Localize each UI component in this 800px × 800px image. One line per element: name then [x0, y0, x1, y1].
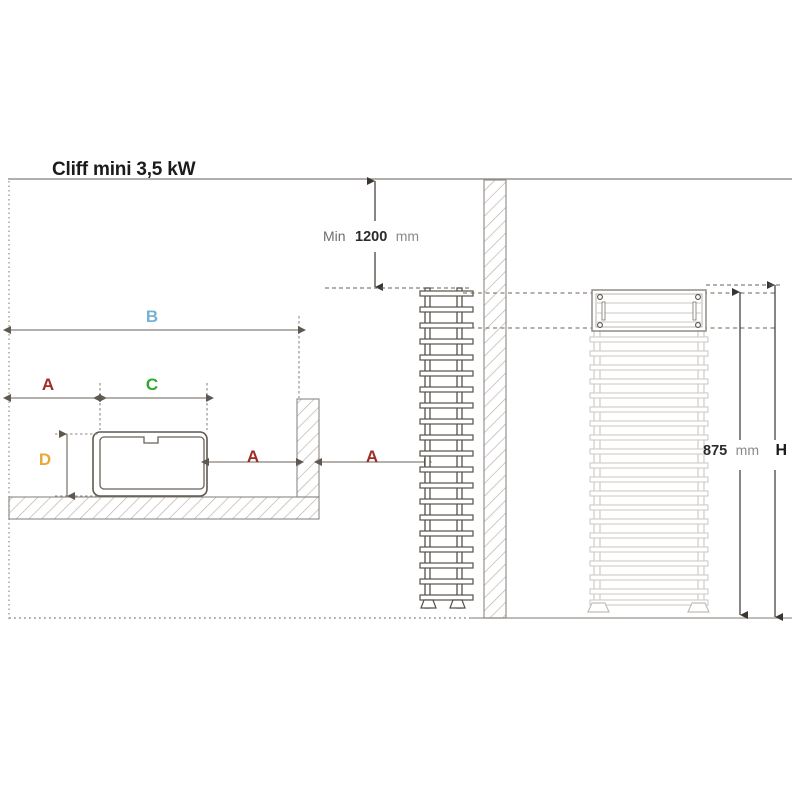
measurement-min-prefix: Min: [323, 228, 346, 244]
measurement-min-unit: mm: [396, 228, 419, 244]
measurement-min-value: 1200: [355, 229, 387, 245]
dimension-label-c: C: [146, 375, 158, 394]
dimension-label-a-middle-left: A: [247, 447, 259, 466]
radiator-feet: [420, 599, 466, 609]
dimension-line-min-clearance: [325, 177, 470, 291]
side-view-room: [3, 316, 432, 520]
measurement-height-unit: mm: [736, 442, 759, 458]
dimension-label-d: D: [39, 450, 51, 469]
floor-slab: [8, 496, 320, 520]
radiator-head: [591, 289, 707, 332]
radiator-front-feet: [587, 602, 710, 613]
dimension-label-a-middle-right: A: [366, 447, 378, 466]
dimension-line-height-h: [706, 281, 783, 621]
heater-unit: [92, 431, 208, 497]
dimension-label-a-top-left: A: [42, 375, 54, 394]
measurement-height-symbol: H: [775, 442, 787, 459]
dimension-label-b: B: [146, 307, 158, 326]
wall-upstand: [296, 398, 320, 498]
page-title: Cliff mini 3,5 kW: [52, 159, 196, 180]
partition-wall: [483, 179, 507, 619]
front-view-radiator: [587, 289, 710, 613]
drawing-frame: [8, 178, 792, 620]
measurement-min-clearance: Min 1200 mm: [323, 228, 419, 245]
measurement-height-value: 875: [703, 443, 727, 459]
measurement-height: 875 mm H: [703, 442, 787, 459]
radiator-side-rungs: [419, 290, 474, 601]
side-view-radiator: [419, 287, 474, 609]
radiator-front-rungs: [589, 336, 709, 606]
